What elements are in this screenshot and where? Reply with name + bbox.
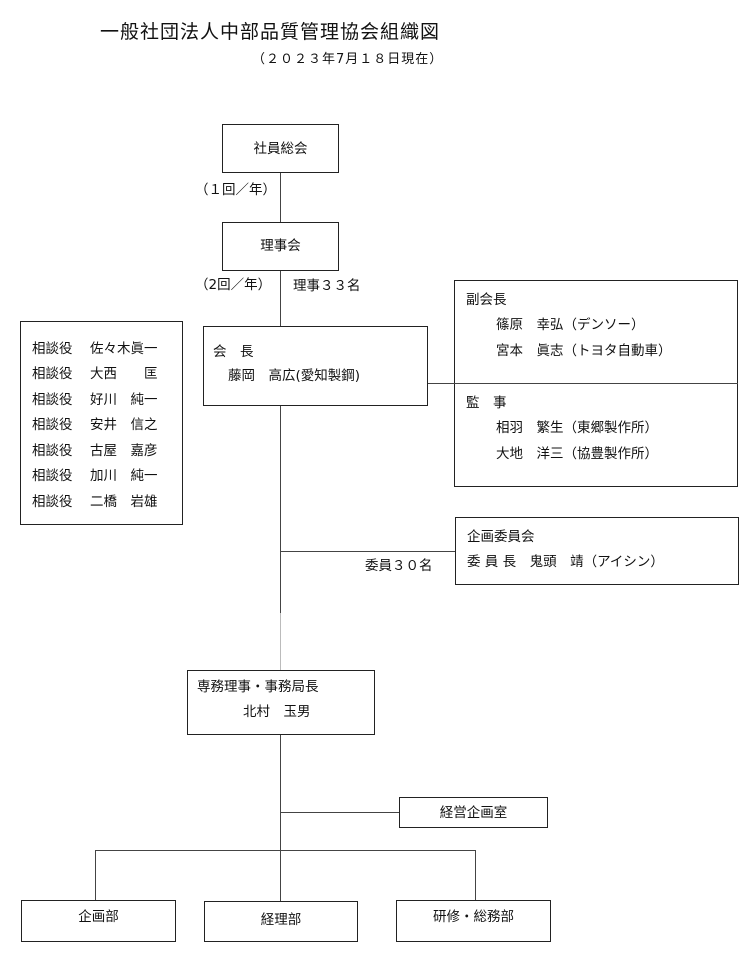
line-to-office xyxy=(280,812,399,813)
line-dept-bus xyxy=(95,850,476,851)
officers-divider xyxy=(454,383,738,384)
planning-committee-box xyxy=(455,517,739,585)
management-office-box xyxy=(399,797,548,828)
advisor-role: 相談役 xyxy=(32,494,73,510)
line-director-down xyxy=(280,734,281,902)
advisor-role: 相談役 xyxy=(32,443,73,459)
line-to-committee xyxy=(280,551,455,552)
advisor-role: 相談役 xyxy=(32,392,73,408)
vice-president-2: 宮本 眞志（トヨタ自動車） xyxy=(496,343,672,359)
president-role: 会 長 xyxy=(213,344,254,360)
advisor-role: 相談役 xyxy=(32,341,73,357)
department-accounting-box xyxy=(204,901,358,942)
advisor-name: 佐々木眞一 xyxy=(90,341,158,357)
general-meeting-box xyxy=(222,124,339,173)
line-meeting-board xyxy=(280,172,281,222)
line-dept-left xyxy=(95,850,96,900)
department-training-label: 研修・総務部 xyxy=(433,909,514,925)
vice-president-role: 副会長 xyxy=(466,292,507,308)
line-dept-right xyxy=(475,850,476,900)
board-members: 理事３３名 xyxy=(293,278,361,294)
planning-committee-chair: 委 員 長 鬼頭 靖（アイシン） xyxy=(467,554,664,570)
advisor-name: 大西 匡 xyxy=(90,366,158,382)
auditor-1: 相羽 繁生（東郷製作所） xyxy=(496,420,658,436)
executive-director-box xyxy=(187,670,375,735)
management-office-label: 経営企画室 xyxy=(439,805,508,821)
planning-committee-label: 企画委員会 xyxy=(467,529,535,545)
department-planning-label: 企画部 xyxy=(78,909,119,925)
planning-committee-members: 委員３０名 xyxy=(365,558,433,574)
general-meeting-label: 社員総会 xyxy=(253,141,308,157)
line-to-officers xyxy=(427,383,455,384)
chart-title: 一般社団法人中部品質管理協会組織図 xyxy=(100,21,441,43)
line-trunk-faint xyxy=(280,613,281,670)
advisor-row: 相談役 安井 信之 xyxy=(32,417,158,433)
advisor-row: 相談役 古屋 嘉彦 xyxy=(32,443,158,459)
board-box xyxy=(222,222,339,271)
auditor-role: 監 事 xyxy=(466,395,507,411)
advisor-name: 安井 信之 xyxy=(90,417,158,433)
auditor-2: 大地 洋三（協豊製作所） xyxy=(496,446,658,462)
advisor-name: 加川 純一 xyxy=(90,468,158,484)
president-box xyxy=(203,326,428,406)
advisor-role: 相談役 xyxy=(32,366,73,382)
department-accounting-label: 経理部 xyxy=(260,912,302,928)
chart-subtitle: （２０２３年7月１８日現在） xyxy=(252,52,444,67)
advisor-row: 相談役 加川 純一 xyxy=(32,468,158,484)
general-meeting-frequency: （１回／年） xyxy=(195,182,276,198)
board-label: 理事会 xyxy=(260,238,301,254)
department-training-box xyxy=(396,900,551,942)
advisor-row: 相談役 好川 純一 xyxy=(32,392,158,408)
advisor-role: 相談役 xyxy=(32,468,73,484)
executive-director-role: 専務理事・事務局長 xyxy=(197,679,319,695)
advisor-row: 相談役 二橋 岩雄 xyxy=(32,494,158,510)
advisor-name: 二橋 岩雄 xyxy=(90,494,158,510)
advisors-box xyxy=(20,321,183,525)
line-board-president xyxy=(280,270,281,327)
board-frequency: （2回／年） xyxy=(195,277,272,293)
president-name: 藤岡 高広(愛知製鋼) xyxy=(228,368,361,384)
vice-president-1: 篠原 幸弘（デンソー） xyxy=(496,317,645,333)
advisor-row: 相談役 大西 匡 xyxy=(32,366,158,382)
advisor-name: 好川 純一 xyxy=(90,392,158,408)
advisor-row: 相談役 佐々木眞一 xyxy=(32,341,158,357)
executive-director-name: 北村 玉男 xyxy=(243,704,311,720)
line-trunk-main xyxy=(280,405,281,613)
department-planning-box xyxy=(21,900,176,942)
advisor-name: 古屋 嘉彦 xyxy=(90,443,158,459)
advisor-role: 相談役 xyxy=(32,417,73,433)
